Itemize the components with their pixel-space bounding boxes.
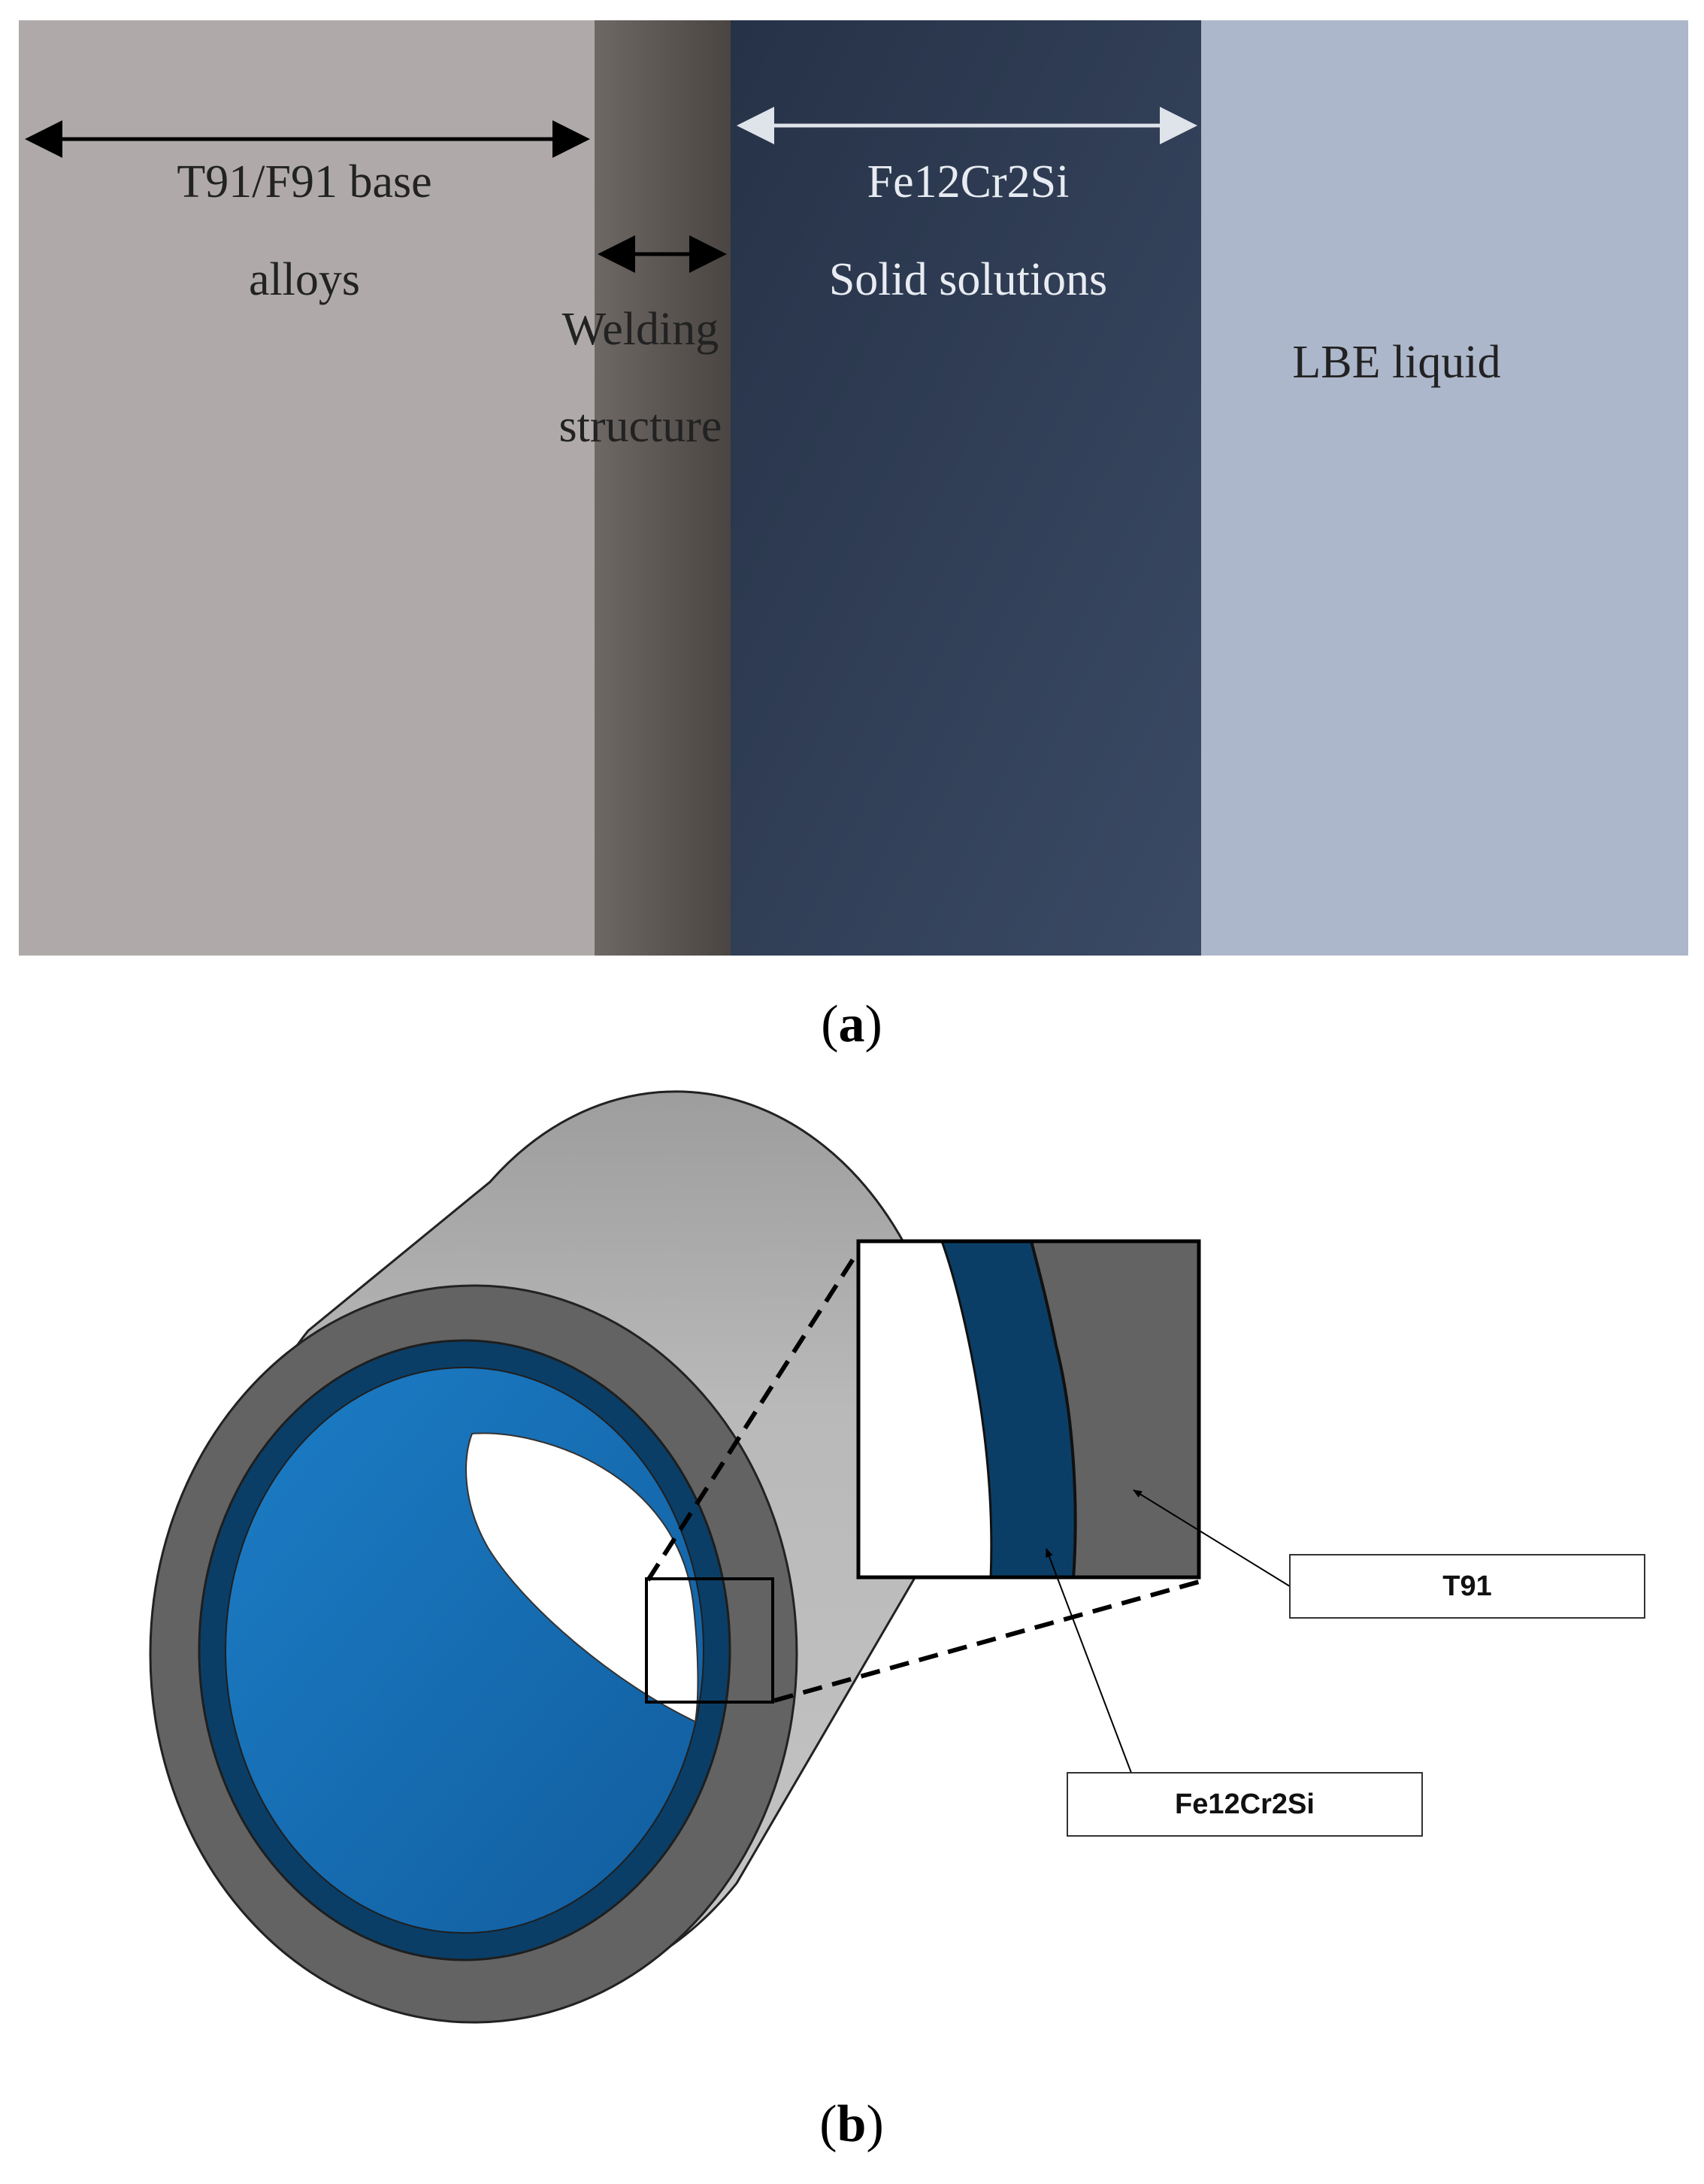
caption-b: (b) [819,2095,884,2153]
zoom-inset [856,1239,1201,1580]
detail-box [645,1577,774,1704]
caption-a: (a) [821,995,882,1053]
fe-leader [1046,1548,1132,1774]
fe-label-box [1067,1772,1423,1837]
solid-label-line2: Solid solutions [829,254,1107,305]
lbe-liquid-region [1201,20,1688,956]
zoom-coating-region [942,1241,1076,1577]
solid-solution-region [731,20,1201,956]
zoom-t91-region [1031,1241,1199,1577]
weld-label-line1: Welding [562,304,719,355]
base-label-line2: alloys [249,254,360,305]
panel-a: T91/F91 base alloys Welding structure Fe… [19,20,1688,956]
panel-b: T91 Fe12Cr2Si [149,1090,1645,2024]
projection-line-top [646,1254,858,1582]
bore-opening [465,1432,699,1723]
t91-leader [1133,1489,1291,1587]
welding-region [595,20,731,956]
t91-label: T91 [1442,1571,1491,1602]
fe-label: Fe12Cr2Si [1175,1789,1315,1820]
weld-label-line2: structure [559,401,722,452]
solid-label-line1: Fe12Cr2Si [867,156,1070,207]
base-alloy-region [19,20,595,956]
t91-label-box [1289,1554,1645,1619]
base-label-line1: T91/F91 base [177,156,431,207]
projection-line-bottom [773,1580,1200,1703]
lbe-label: LBE liquid [1292,337,1500,388]
